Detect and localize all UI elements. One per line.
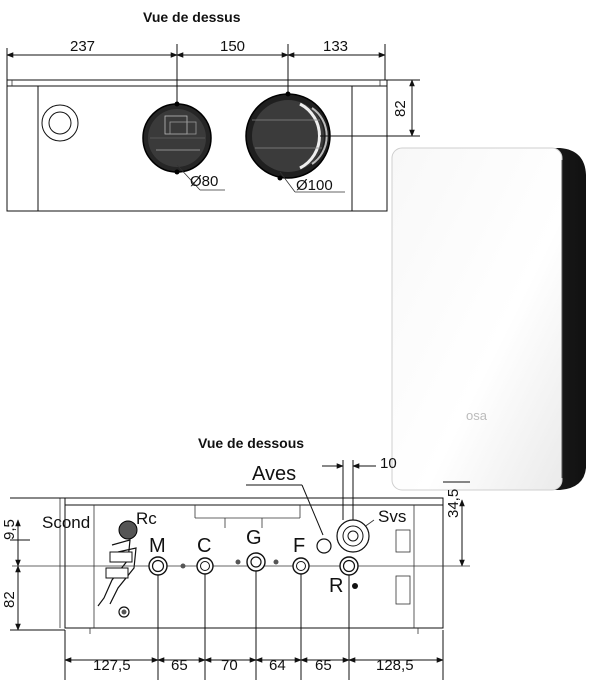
right-depth-dim <box>443 481 470 567</box>
connection-r-label: R <box>329 575 343 597</box>
flue-100 <box>245 91 331 181</box>
flue-100-label: Ø100 <box>296 177 333 194</box>
top-depth-dim <box>320 79 420 137</box>
boiler-product-image <box>391 147 586 491</box>
connection-m-label: M <box>149 535 166 557</box>
left-dim-small: 9,5 <box>1 519 18 540</box>
top-dim-3: 133 <box>323 38 348 55</box>
right-dim-label: 34,5 <box>445 489 462 518</box>
bottom-dim-3: 70 <box>221 657 238 674</box>
dim-10-label: 10 <box>380 455 397 472</box>
bottom-view-body <box>59 497 444 634</box>
connection-f <box>292 557 310 575</box>
aves-label: Aves <box>252 463 296 485</box>
top-view-title: Vue de dessus <box>143 9 241 25</box>
top-dim-1: 237 <box>70 38 95 55</box>
dim-10 <box>322 460 376 520</box>
connection-m <box>148 556 186 576</box>
top-dimension-chain <box>6 44 386 120</box>
flue-80-label: Ø80 <box>190 173 218 190</box>
bottom-dim-5: 65 <box>315 657 332 674</box>
svs-fitting <box>336 519 370 553</box>
connection-f-label: F <box>293 535 305 557</box>
top-dim-2: 150 <box>220 38 245 55</box>
rc-label: Rc <box>136 509 157 528</box>
bottom-dim-4: 64 <box>269 657 286 674</box>
svs-label: Svs <box>378 507 406 526</box>
scond-label: Scond <box>42 513 90 532</box>
top-view-body <box>6 79 388 212</box>
left-dim-big: 82 <box>1 591 18 608</box>
flue-80 <box>142 101 212 175</box>
aves-fitting <box>316 538 332 554</box>
bottom-view-title: Vue de dessous <box>198 435 304 451</box>
left-depth-dims <box>10 497 65 631</box>
connection-c-label: C <box>197 535 211 557</box>
bottom-dim-1: 127,5 <box>93 657 131 674</box>
bottom-dim-2: 65 <box>171 657 188 674</box>
product-logo: osa <box>466 408 488 423</box>
connection-g-label: G <box>246 527 262 549</box>
connection-g <box>235 552 279 572</box>
bottom-dim-6: 128,5 <box>376 657 414 674</box>
condensate-siphon <box>97 520 138 618</box>
top-depth-label: 82 <box>392 100 409 117</box>
connection-c <box>196 557 214 575</box>
